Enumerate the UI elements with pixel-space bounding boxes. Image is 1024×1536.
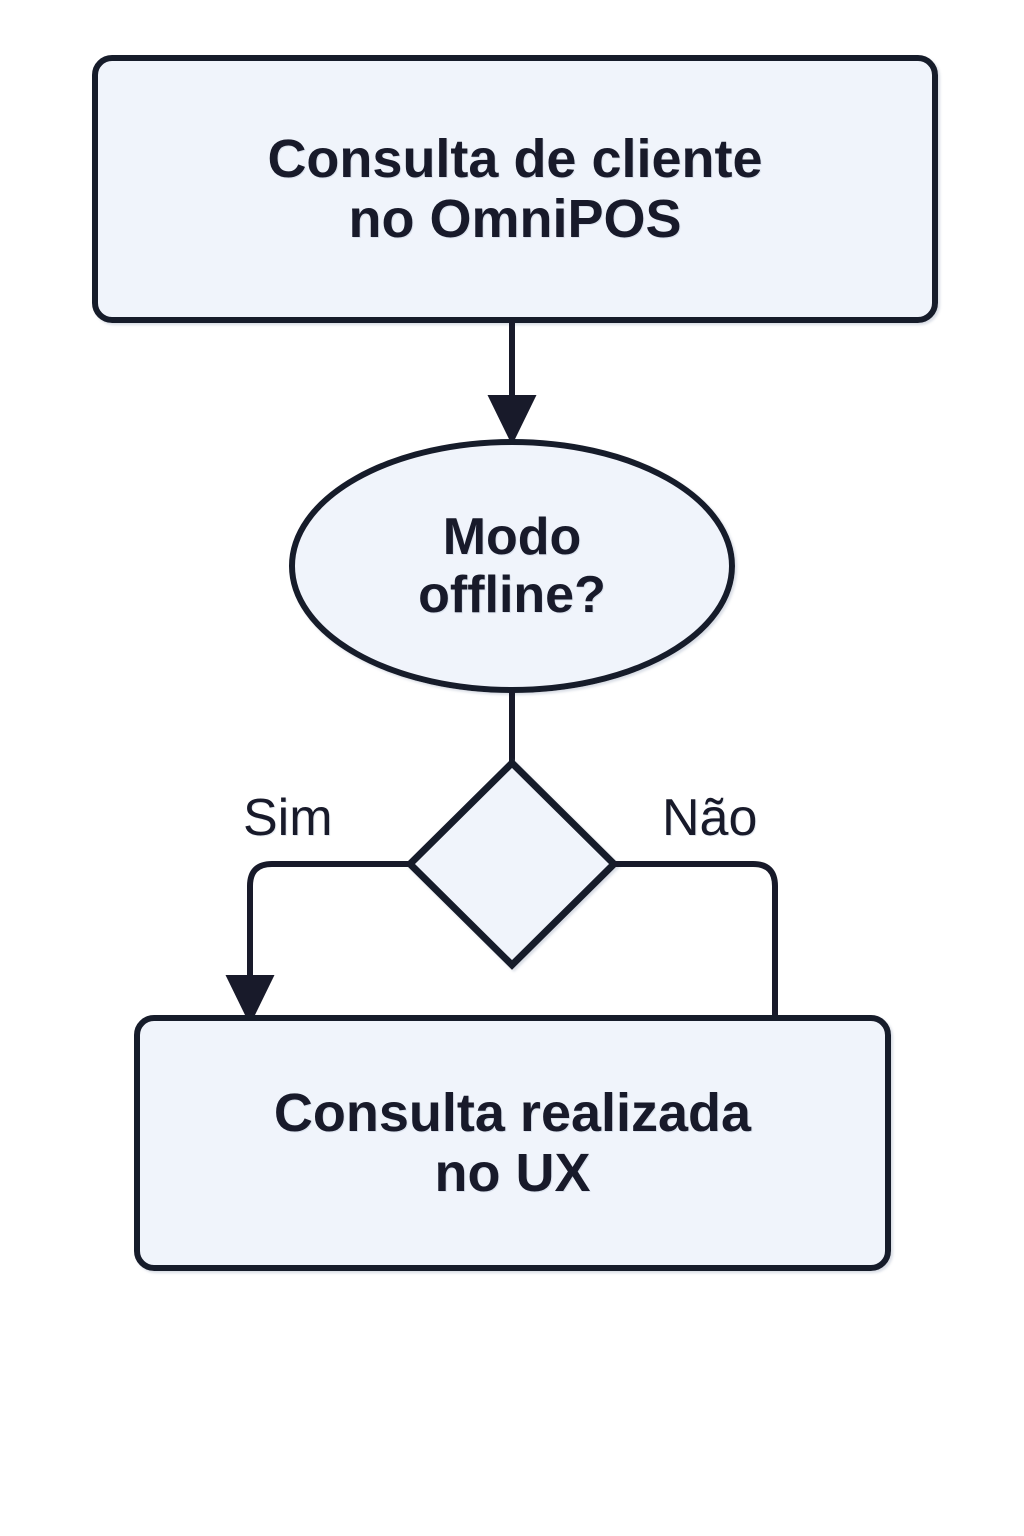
edge-label-sim: Sim bbox=[243, 789, 333, 847]
node-branch-shape[interactable] bbox=[405, 758, 619, 970]
edge-label-nao: Não bbox=[662, 789, 758, 847]
node-end-shape[interactable] bbox=[134, 1015, 891, 1271]
node-decision-shape[interactable] bbox=[289, 439, 735, 693]
node-start-shape[interactable] bbox=[92, 55, 938, 323]
edge-branch-yes-line bbox=[225, 861, 410, 1026]
edge-branch-no-line bbox=[614, 861, 778, 1020]
